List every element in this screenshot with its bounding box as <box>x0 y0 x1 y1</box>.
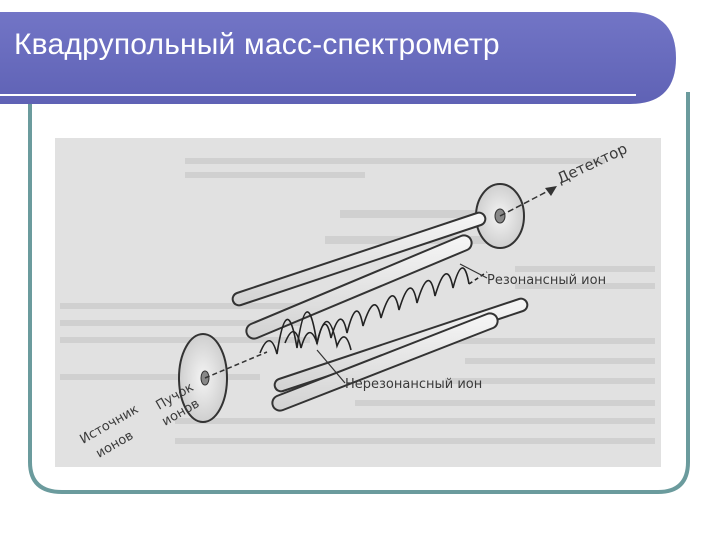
quadrupole-rods <box>231 211 529 393</box>
label-nonresonant-ion: Нерезонансный ион <box>345 377 482 392</box>
ion-path-nonresonant <box>259 311 352 355</box>
figure-shading <box>55 138 661 467</box>
ion-beam-line <box>204 351 268 379</box>
content-frame <box>28 92 690 494</box>
leader-lines <box>316 263 488 384</box>
rod-top-back <box>231 211 487 307</box>
ghost-text <box>60 158 655 444</box>
quadrupole-diagram: Детектор Резонансный ион Нерезонансный и… <box>55 138 661 467</box>
ion-source-disc <box>178 333 228 423</box>
figure-background <box>55 138 661 467</box>
exit-line <box>499 186 557 217</box>
slide-title: Квадрупольный масс-спектрометр <box>14 28 500 61</box>
rod-top-front <box>245 234 473 340</box>
rod-bottom-front-group <box>271 312 499 412</box>
label-resonant-ion: Резонансный ион <box>487 273 606 288</box>
rod-bottom-front <box>271 312 499 412</box>
title-bar <box>0 12 676 104</box>
rod-bottom-back <box>273 297 529 393</box>
